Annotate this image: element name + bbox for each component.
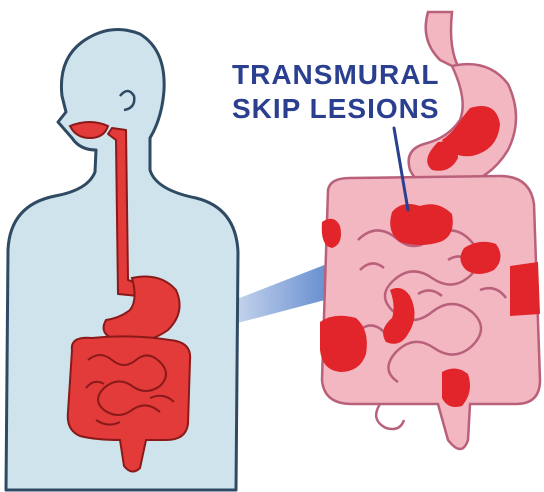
annotation-label-line2: SKIP LESIONS (232, 92, 440, 126)
lesion-small-bowel-loop (460, 242, 500, 274)
lesion-transverse (390, 204, 453, 245)
lesion-left-colon-bottom (320, 316, 367, 372)
lesion-right-colon (510, 262, 540, 316)
lesion-left-colon-top (322, 219, 341, 248)
annotation-label-line1: TRANSMURAL (232, 58, 440, 92)
appendix-tail (376, 404, 404, 429)
